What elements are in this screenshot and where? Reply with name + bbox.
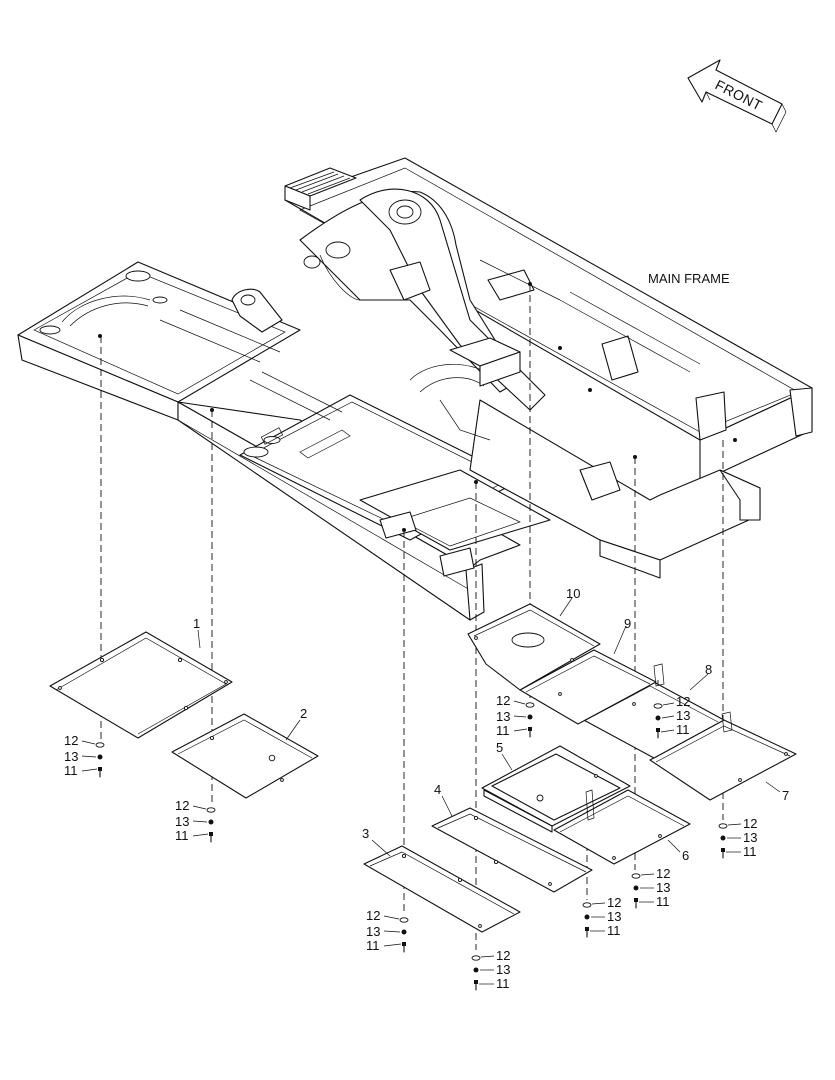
fastener-stack-b: 12 13 11 bbox=[175, 798, 216, 843]
label-bolt: 11 bbox=[656, 894, 670, 909]
label-lockwasher: 13 bbox=[676, 708, 690, 723]
label-bolt: 11 bbox=[676, 722, 690, 737]
label-bolt: 11 bbox=[64, 763, 78, 778]
label-lockwasher: 13 bbox=[64, 749, 78, 764]
cover-plate-9 bbox=[519, 649, 657, 725]
label-bolt: 11 bbox=[496, 976, 510, 991]
cover-plate-10 bbox=[467, 603, 601, 691]
fastener-stack-a: 12 13 11 bbox=[64, 733, 105, 778]
callout-7: 7 bbox=[782, 788, 789, 803]
callout-9: 9 bbox=[624, 616, 631, 631]
label-lockwasher: 13 bbox=[366, 924, 380, 939]
callout-leaders bbox=[197, 597, 781, 857]
label-lockwasher: 13 bbox=[496, 709, 510, 724]
callout-1: 1 bbox=[193, 616, 200, 631]
label-lockwasher: 13 bbox=[175, 814, 189, 829]
label-bolt: 11 bbox=[743, 844, 757, 859]
callout-4: 4 bbox=[434, 782, 441, 797]
label-washer: 12 bbox=[607, 895, 621, 910]
fastener-stack-g: 12 13 11 bbox=[631, 866, 670, 909]
cover-plate-1 bbox=[49, 631, 233, 739]
cover-plate-5 bbox=[481, 745, 631, 833]
label-lockwasher: 13 bbox=[607, 909, 621, 924]
fastener-stack-d: 12 13 11 bbox=[471, 948, 510, 991]
fastener-stack-h: 12 13 11 bbox=[653, 694, 690, 739]
callout-2: 2 bbox=[300, 706, 307, 721]
label-washer: 12 bbox=[64, 733, 78, 748]
label-washer: 12 bbox=[656, 866, 670, 881]
callout-10: 10 bbox=[566, 586, 580, 601]
label-lockwasher: 13 bbox=[656, 880, 670, 895]
front-arrow-icon: FRONT bbox=[687, 59, 787, 133]
callout-3: 3 bbox=[362, 826, 369, 841]
fastener-stack-i: 12 13 11 bbox=[718, 816, 757, 859]
label-washer: 12 bbox=[175, 798, 189, 813]
fastener-stack-e: 12 13 11 bbox=[496, 693, 535, 738]
label-bolt: 11 bbox=[496, 723, 510, 738]
cover-plate-3 bbox=[363, 845, 521, 933]
label-bolt: 11 bbox=[175, 828, 189, 843]
callout-8: 8 bbox=[705, 662, 712, 677]
label-washer: 12 bbox=[496, 948, 510, 963]
cover-plate-4 bbox=[431, 807, 593, 893]
label-lockwasher: 13 bbox=[496, 962, 510, 977]
label-washer: 12 bbox=[496, 693, 510, 708]
label-washer: 12 bbox=[676, 694, 690, 709]
cover-plate-6 bbox=[553, 789, 691, 865]
main-frame-title: MAIN FRAME bbox=[648, 271, 730, 286]
cover-plate-2 bbox=[171, 713, 319, 799]
callout-6: 6 bbox=[682, 848, 689, 863]
fastener-stack-c: 12 13 11 bbox=[366, 908, 409, 953]
callouts: 1 2 3 4 5 6 7 8 9 10 bbox=[193, 586, 789, 863]
label-bolt: 11 bbox=[607, 923, 621, 938]
label-washer: 12 bbox=[743, 816, 757, 831]
main-frame bbox=[17, 157, 813, 621]
callout-5: 5 bbox=[496, 740, 503, 755]
label-bolt: 11 bbox=[366, 938, 380, 953]
label-washer: 12 bbox=[366, 908, 380, 923]
label-lockwasher: 13 bbox=[743, 830, 757, 845]
fastener-stack-f: 12 13 11 bbox=[582, 895, 621, 938]
